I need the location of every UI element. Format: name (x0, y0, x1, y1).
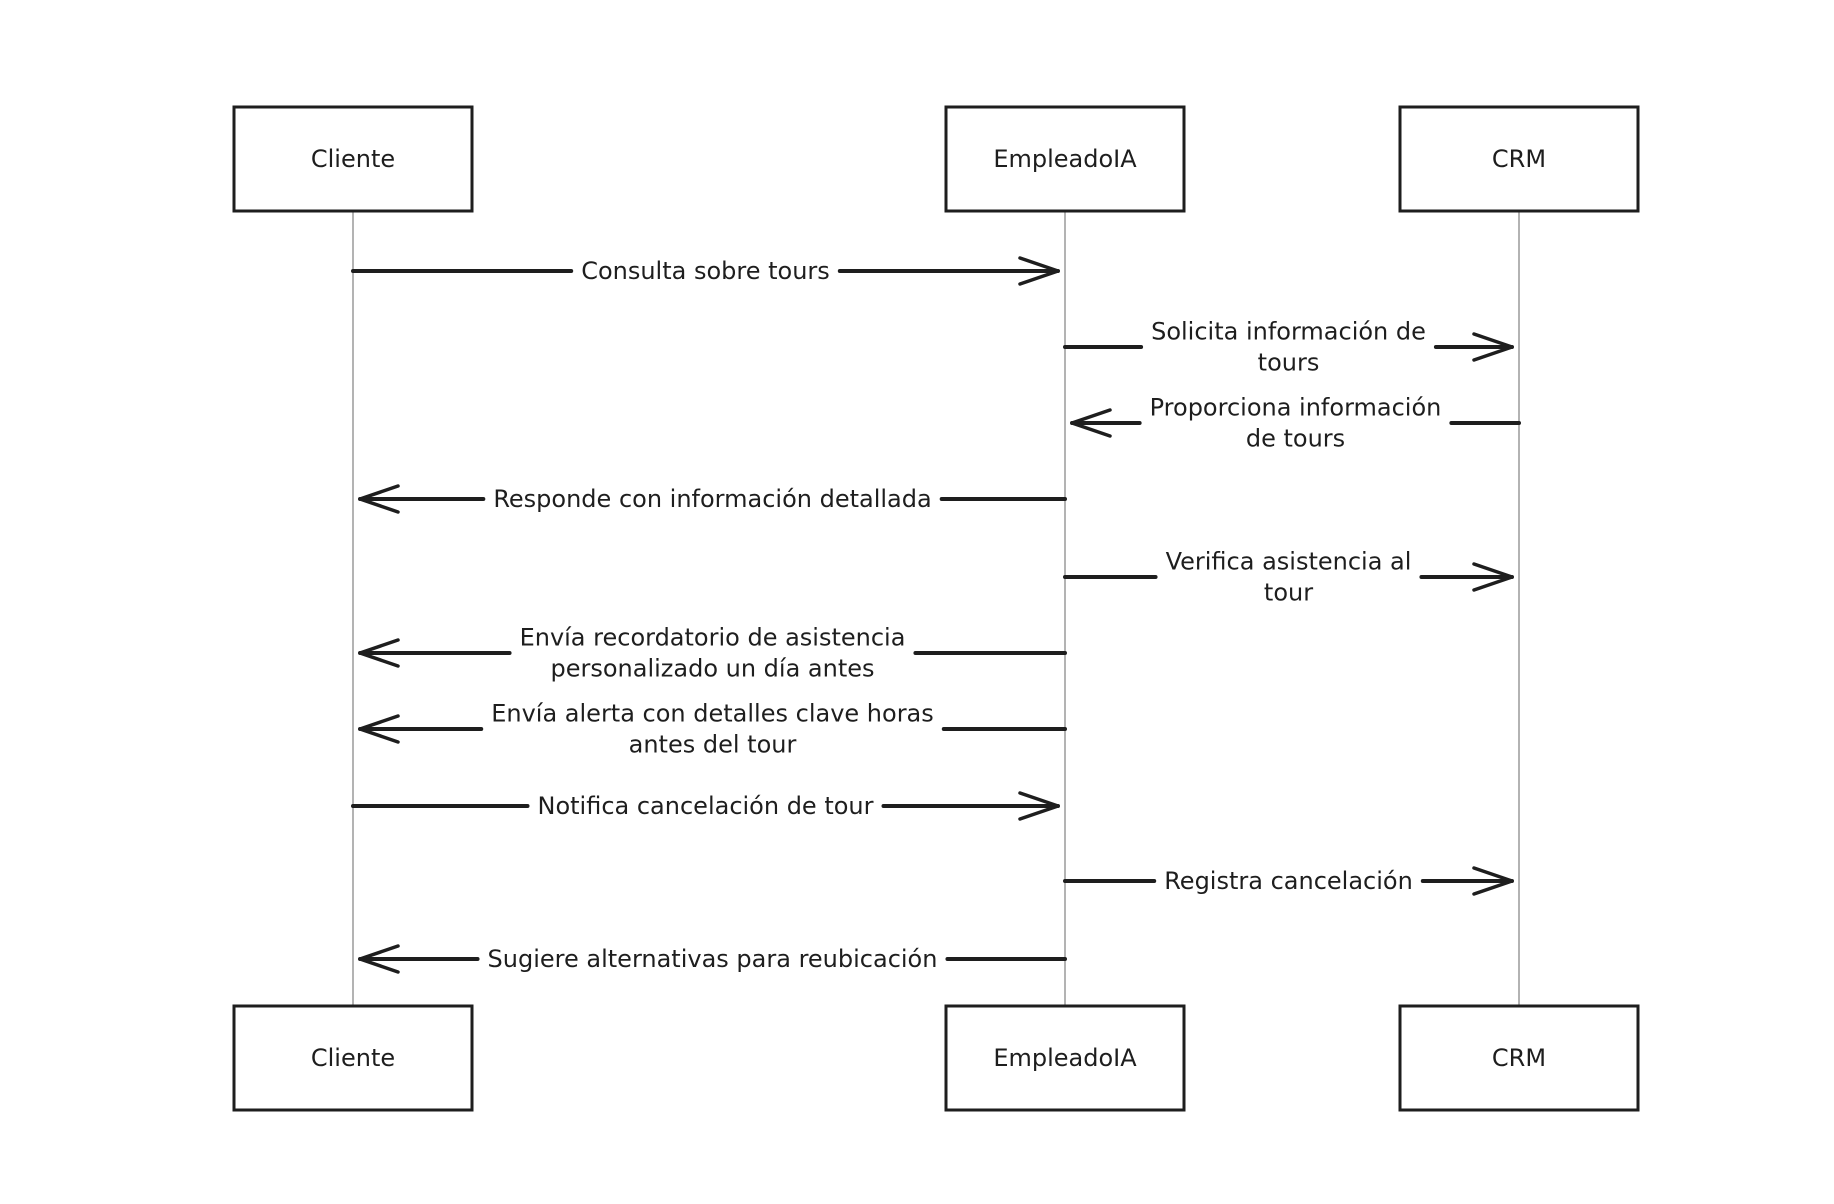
message-9: Registra cancelación (1063, 866, 1514, 896)
message-label: tours (1258, 349, 1320, 377)
message-label: tour (1264, 579, 1313, 607)
message-label: Verifica asistencia al (1166, 548, 1412, 576)
message-label: antes del tour (629, 731, 797, 759)
actor-box-cliente-top (232, 105, 474, 213)
arrowhead-icon (358, 714, 400, 744)
actor-label: EmpleadoIA (993, 145, 1137, 173)
message-label: Proporciona información (1150, 394, 1442, 422)
actor-empleado-top: EmpleadoIA (944, 105, 1186, 213)
actor-crm-top: CRM (1398, 105, 1640, 213)
actor-label: Cliente (311, 1044, 395, 1072)
arrowhead-icon (1018, 256, 1060, 286)
arrowhead-icon (1472, 866, 1514, 896)
message-label: Responde con información detallada (493, 485, 931, 513)
lifelines (352, 211, 1520, 1006)
actors-bottom: Cliente EmpleadoIA CRM (232, 1004, 1640, 1112)
message-label: Envía alerta con detalles clave horas (491, 700, 934, 728)
message-label: de tours (1246, 425, 1345, 453)
actor-box-crm-top (1398, 105, 1640, 213)
message-label: personalizado un día antes (550, 655, 874, 683)
arrowhead-icon (1472, 332, 1514, 362)
actor-empleado-bottom: EmpleadoIA (944, 1004, 1186, 1112)
message-label: Sugiere alternativas para reubicación (488, 945, 938, 973)
arrowhead-icon (1472, 562, 1514, 592)
actor-box-empleado-top (944, 105, 1186, 213)
actor-crm-bottom: CRM (1398, 1004, 1640, 1112)
arrowhead-icon (358, 638, 400, 668)
message-label: Envía recordatorio de asistencia (520, 624, 906, 652)
message-label: Solicita información de (1151, 318, 1426, 346)
arrowhead-icon (1070, 408, 1112, 438)
message-7: Envía alerta con detalles clave horas ant… (358, 700, 1067, 759)
message-5: Verifica asistencia al tour (1063, 548, 1514, 607)
arrowhead-icon (1018, 791, 1060, 821)
actor-cliente-bottom: Cliente (232, 1004, 474, 1112)
message-label: Consulta sobre tours (581, 257, 830, 285)
message-10: Sugiere alternativas para reubicación (358, 944, 1067, 974)
arrowhead-icon (358, 484, 400, 514)
arrowhead-icon (358, 944, 400, 974)
actor-label: EmpleadoIA (993, 1044, 1137, 1072)
message-label: Notifica cancelación de tour (538, 792, 874, 820)
message-1: Consulta sobre tours (351, 256, 1060, 286)
message-2: Solicita información de tours (1063, 318, 1514, 377)
actor-box-crm-bottom (1398, 1004, 1640, 1112)
message-label: Registra cancelación (1164, 867, 1413, 895)
actor-box-cliente-bottom (232, 1004, 474, 1112)
message-8: Notifica cancelación de tour (351, 791, 1060, 821)
actor-cliente-top: Cliente (232, 105, 474, 213)
actor-label: Cliente (311, 145, 395, 173)
message-4: Responde con información detallada (358, 484, 1067, 514)
actor-box-empleado-bottom (944, 1004, 1186, 1112)
message-3: Proporciona información de tours (1070, 394, 1521, 453)
message-6: Envía recordatorio de asistencia personal… (358, 624, 1067, 683)
actor-label: CRM (1492, 145, 1546, 173)
actor-label: CRM (1492, 1044, 1546, 1072)
actors-top: Cliente EmpleadoIA CRM (232, 105, 1640, 213)
